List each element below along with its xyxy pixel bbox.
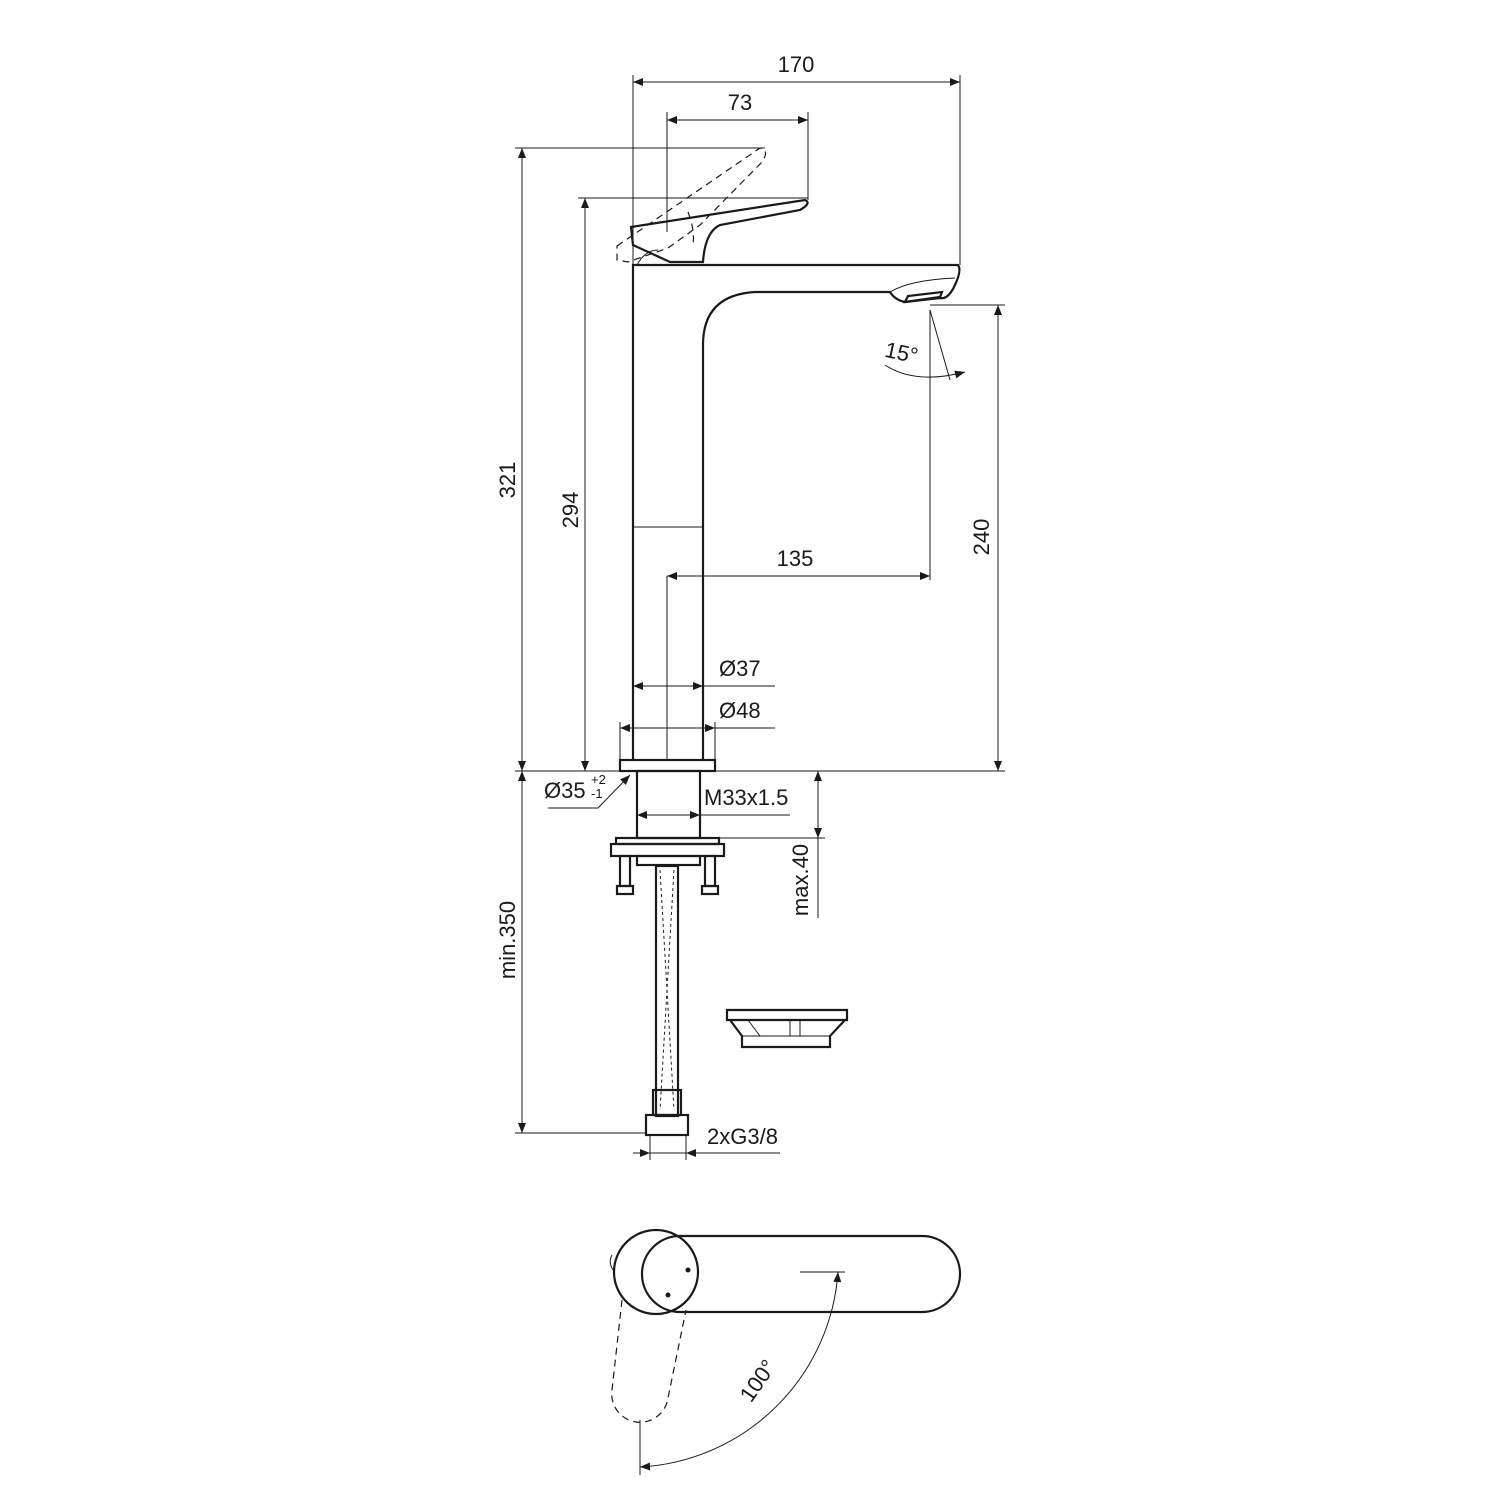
- dimension-labels: 170 73 321 294 240 135 15° Ø37 Ø48 Ø35 +…: [495, 52, 994, 1407]
- dim-spout-angle: 15°: [883, 337, 921, 368]
- dim-base-diameter: Ø48: [719, 698, 761, 723]
- dim-spout-reach: 135: [777, 546, 814, 571]
- faucet-side-view: [609, 147, 961, 1137]
- dim-thread: M33x1.5: [704, 785, 788, 810]
- base-plate: [618, 758, 717, 773]
- dim-max-thickness: max.40: [788, 844, 813, 916]
- dim-total-height: 321: [495, 462, 520, 499]
- dimension-lines: [515, 75, 1005, 1160]
- dim-connection: 2xG3/8: [707, 1124, 778, 1149]
- dim-handle-width: 73: [728, 90, 752, 115]
- lever-handle-raised-dashed: [616, 147, 767, 263]
- dim-handle-rotation: 100°: [735, 1355, 782, 1407]
- dim-spout-height: 240: [969, 519, 994, 556]
- shank: [635, 769, 702, 840]
- mounting-clip: [725, 1008, 849, 1049]
- dim-hole-diameter: Ø35: [544, 778, 586, 803]
- dim-handle-height: 294: [558, 492, 583, 529]
- flexible-hose: [644, 864, 690, 1137]
- aerator: [903, 290, 944, 304]
- lever-handle: [629, 198, 809, 264]
- dim-min-hose-length: min.350: [495, 901, 520, 979]
- dim-hole-tol-plus: +2: [591, 772, 606, 787]
- dim-overall-width: 170: [778, 52, 815, 77]
- dim-hole-tol-minus: -1: [591, 786, 603, 801]
- faucet-top-view: [609, 1228, 962, 1475]
- dim-body-diameter: Ø37: [719, 656, 761, 681]
